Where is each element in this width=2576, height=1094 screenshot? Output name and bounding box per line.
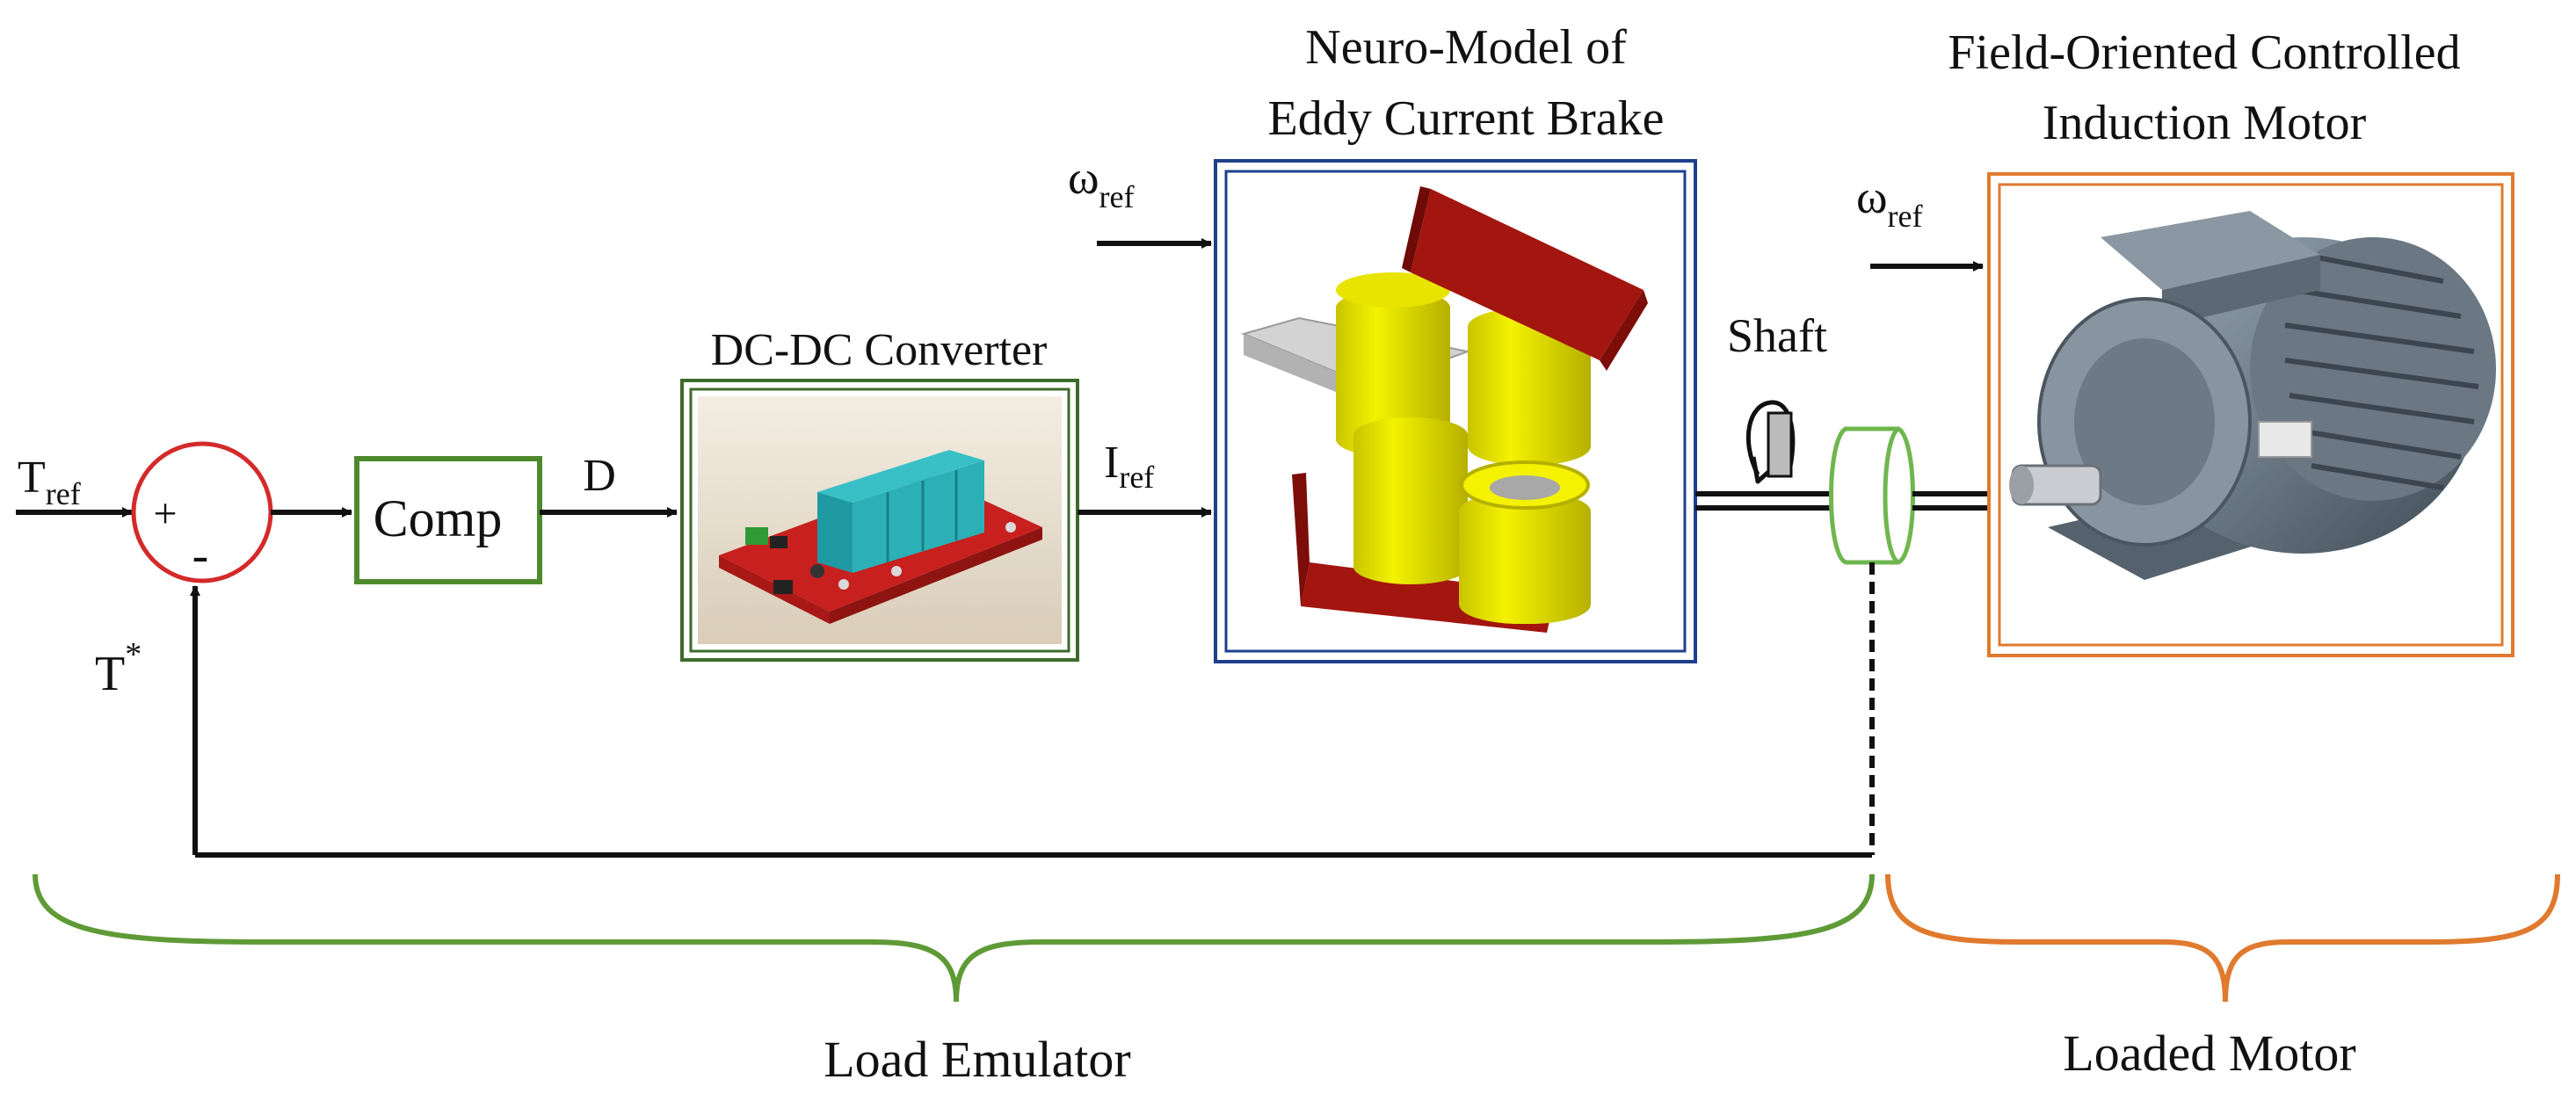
loaded-motor-brace (1885, 873, 2560, 1003)
converter-title: DC-DC Converter (711, 325, 1048, 375)
load-emulator-brace (33, 873, 1875, 1003)
shaft-label: Shaft (1727, 309, 1827, 362)
dc-dc-converter-image (719, 450, 1042, 624)
summing-plus: + (153, 490, 177, 537)
loaded-motor-label: Loaded Motor (2063, 1025, 2355, 1082)
i-ref-label: Iref (1104, 438, 1154, 495)
omega-ref-motor-label: ωref (1856, 170, 1923, 234)
summing-minus: - (192, 528, 209, 583)
induction-motor-image (2009, 211, 2496, 580)
t-ref-label: Tref (18, 453, 81, 511)
motor-title-line1: Field-Oriented Controlled (1948, 25, 2460, 80)
t-star-label: T* (95, 636, 141, 701)
rotation-arrow-icon (1745, 400, 1796, 484)
coupling (1829, 426, 1915, 565)
eddy-current-brake-image (1240, 186, 1648, 633)
omega-ref-brake-label: ωref (1068, 151, 1135, 214)
motor-title-line2: Induction Motor (2043, 96, 2367, 150)
comp-label: Comp (374, 489, 503, 547)
brake-title-line2: Eddy Current Brake (1268, 91, 1665, 146)
load-emulator-label: Load Emulator (824, 1031, 1131, 1088)
comp-block (354, 456, 542, 584)
d-label: D (583, 451, 616, 501)
brake-title-line1: Neuro-Model of (1305, 20, 1627, 75)
